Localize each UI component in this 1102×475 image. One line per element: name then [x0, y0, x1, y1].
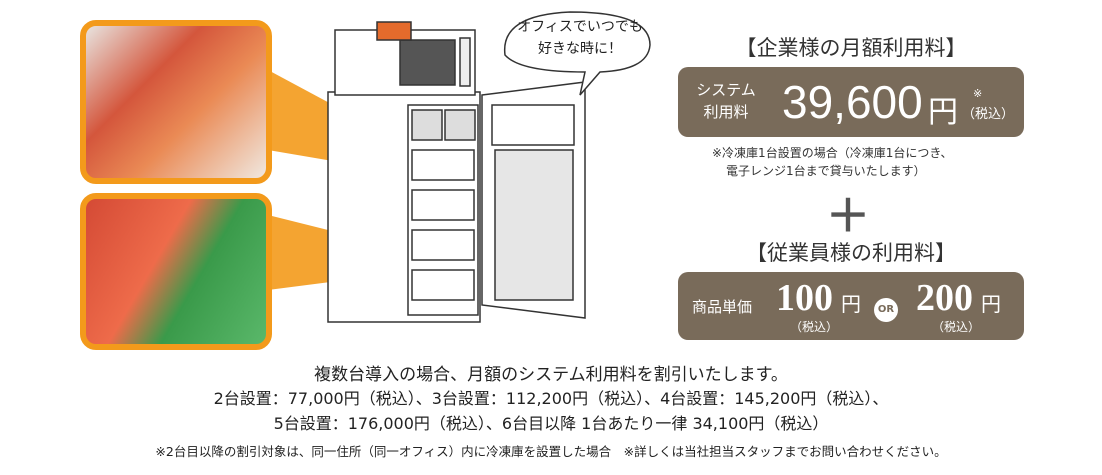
yen-unit: 円 — [841, 292, 861, 316]
price-100: 100 — [776, 277, 833, 319]
plus-sign: ＋ — [826, 191, 870, 242]
system-fee-price: 39,600 — [782, 76, 923, 128]
or-badge: OR — [874, 298, 898, 322]
price-200: 200 — [916, 277, 973, 319]
discount-line2: 5台設置：176,000円（税込）、6台目以降 1台あたり一律 34,100円（… — [273, 414, 829, 433]
yen-unit: 円 — [981, 292, 1001, 316]
unit-price-label: 商品単価 — [692, 298, 753, 316]
label-system: システム — [696, 81, 756, 99]
note-mark: ※ — [973, 87, 983, 100]
freezer-drawing — [327, 11, 651, 323]
label-fee: 利用料 — [703, 103, 749, 121]
corporate-fee-title: 【企業様の月額利用料】 — [735, 36, 967, 60]
bubble-line1: オフィスでいつでも — [517, 19, 643, 35]
corporate-fee-panel: システム 利用料 39,600 円 ※ （税込） — [678, 67, 1024, 137]
note-line2: 電子レンジ1台まで貸与いたします） — [726, 164, 926, 178]
tax-included: （税込） — [932, 320, 981, 334]
employee-fee-panel: 商品単価 100 円 （税込） OR 200 円 （税込） — [678, 272, 1024, 340]
tax-included: （税込） — [962, 107, 1015, 122]
note-line1: ※冷凍庫1台設置の場合（冷凍庫1台につき、 — [712, 146, 953, 160]
discount-footnote: ※2台目以降の割引対象は、同一住所（同一オフィス）内に冷凍庫を設置した場合 ※詳… — [155, 444, 947, 459]
speech-bubble: オフィスでいつでも 好きな時に！ — [512, 16, 648, 60]
discount-headline: 複数台導入の場合、月額のシステム利用料を割引いたします。 — [314, 365, 788, 385]
employee-fee-title: 【従業員様の利用料】 — [746, 241, 956, 265]
bubble-line2: 好きな時に！ — [538, 41, 622, 57]
photo-freezer-top — [80, 20, 272, 184]
discount-line1: 2台設置：77,000円（税込）、3台設置：112,200円（税込）、4台設置：… — [213, 389, 889, 408]
yen-unit: 円 — [928, 95, 958, 130]
photo-freezer-bottom — [80, 193, 272, 350]
corporate-note: ※冷凍庫1台設置の場合（冷凍庫1台につき、 電子レンジ1台まで貸与いたします） — [712, 144, 953, 180]
tax-included: （税込） — [790, 320, 839, 334]
